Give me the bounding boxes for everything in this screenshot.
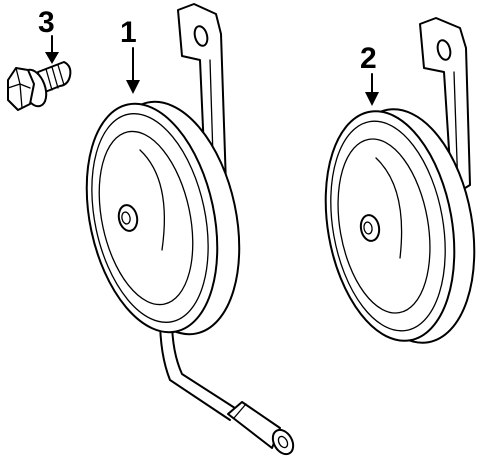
callout-1: 1 bbox=[120, 16, 140, 94]
callout-3: 3 bbox=[38, 6, 59, 64]
callout-1-label: 1 bbox=[120, 16, 137, 49]
callout-2-arrowhead bbox=[365, 92, 379, 106]
horn-part-2 bbox=[324, 17, 476, 344]
callout-3-arrowhead bbox=[45, 52, 59, 64]
callout-1-arrowhead bbox=[126, 80, 140, 94]
horn-part-1 bbox=[85, 3, 295, 456]
callout-3-label: 3 bbox=[38, 6, 55, 39]
bolt-part-3 bbox=[7, 61, 72, 111]
callout-2: 2 bbox=[360, 42, 379, 106]
callout-2-label: 2 bbox=[360, 42, 377, 75]
